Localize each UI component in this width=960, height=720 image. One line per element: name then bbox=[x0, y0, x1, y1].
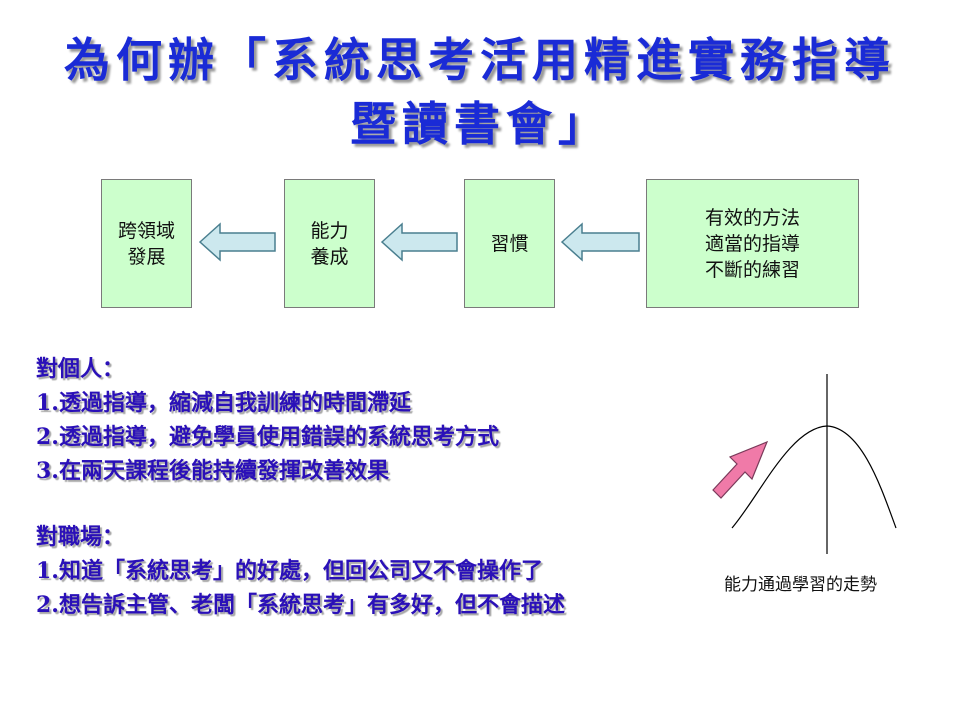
box-text-line: 習慣 bbox=[490, 232, 529, 255]
upward-arrow-icon bbox=[712, 440, 769, 499]
box-ability-building: 能力 養成 bbox=[284, 179, 375, 308]
box-text-line: 適當的指導 bbox=[704, 232, 800, 255]
title-line-1: 為何辦「系統思考活用精進實務指導 bbox=[64, 33, 896, 87]
page-title: 為何辦「系統思考活用精進實務指導 暨讀書會」 bbox=[0, 28, 960, 156]
personal-heading: 對個人： bbox=[36, 356, 125, 382]
personal-item: 3.在兩天課程後能持續發揮改善效果 bbox=[36, 458, 389, 484]
ability-curve bbox=[731, 425, 897, 529]
box-cross-domain-development: 跨領域 發展 bbox=[101, 179, 192, 308]
benefits-list: 對個人： 1.透過指導，縮減自我訓練的時間滯延 2.透過指導，避免學員使用錯誤的… bbox=[36, 352, 565, 622]
personal-item: 2.透過指導，避免學員使用錯誤的系統思考方式 bbox=[36, 424, 499, 450]
personal-item: 1.透過指導，縮減自我訓練的時間滯延 bbox=[36, 390, 411, 416]
box-methods: 有效的方法 適當的指導 不斷的練習 bbox=[646, 179, 859, 308]
workplace-item: 2.想告訴主管、老闆「系統思考」有多好，但不會描述 bbox=[36, 592, 565, 618]
learning-curve-diagram bbox=[712, 374, 897, 554]
title-line-2: 暨讀書會」 bbox=[350, 97, 610, 151]
box-text-line: 有效的方法 bbox=[704, 206, 800, 229]
flow-arrow-left-icon bbox=[560, 222, 640, 262]
workplace-item: 1.知道「系統思考」的好處，但回公司又不會操作了 bbox=[36, 558, 543, 584]
box-habit: 習慣 bbox=[464, 179, 555, 308]
box-text-line: 養成 bbox=[310, 245, 349, 268]
box-text-line: 跨領域 bbox=[117, 219, 175, 242]
box-text-line: 能力 bbox=[310, 219, 349, 242]
workplace-heading: 對職場： bbox=[36, 524, 125, 550]
flow-arrow-left-icon bbox=[380, 222, 458, 262]
curve-caption: 能力通過學習的走勢 bbox=[724, 575, 877, 595]
box-text-line: 不斷的練習 bbox=[704, 258, 800, 281]
flow-arrow-left-icon bbox=[198, 222, 276, 262]
box-text-line: 發展 bbox=[127, 245, 166, 268]
